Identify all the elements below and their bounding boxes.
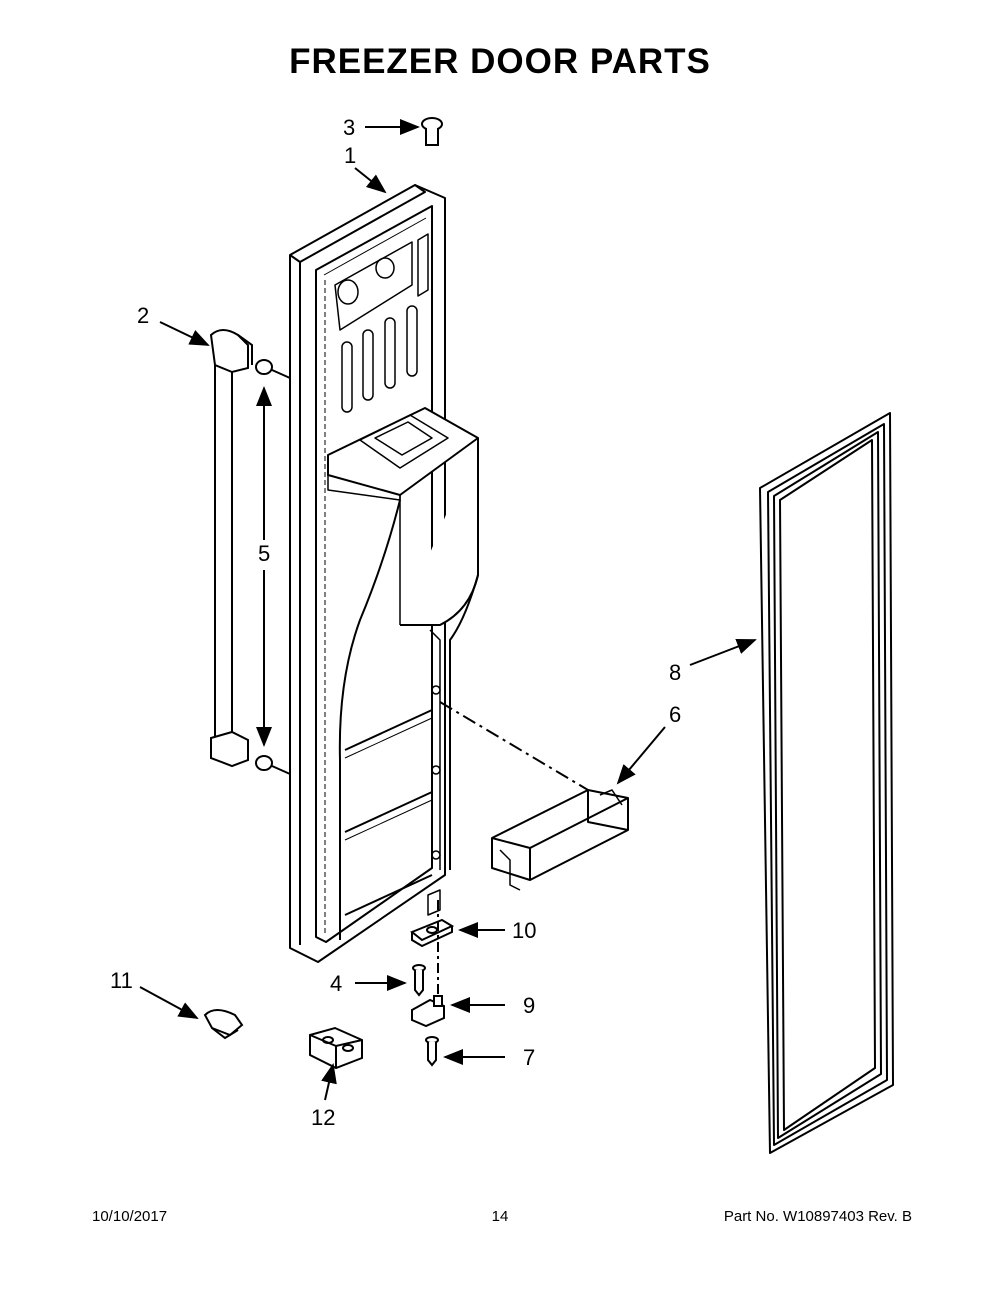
screw-4 bbox=[412, 964, 426, 997]
callout-12: 12 bbox=[311, 1105, 335, 1130]
door-gasket bbox=[759, 412, 894, 1154]
leader-arrows bbox=[139, 119, 757, 1101]
handle-spacers bbox=[255, 359, 273, 771]
hinge-plate bbox=[410, 918, 455, 948]
clip-11 bbox=[203, 1009, 244, 1040]
callout-11: 11 bbox=[110, 968, 133, 993]
cover-12 bbox=[309, 1026, 363, 1070]
callout-7: 7 bbox=[523, 1045, 535, 1070]
callout-4: 4 bbox=[330, 971, 342, 996]
callout-5: 5 bbox=[258, 541, 270, 566]
door-liner-assembly bbox=[289, 184, 479, 963]
callout-9: 9 bbox=[523, 993, 535, 1018]
door-handle bbox=[209, 329, 253, 768]
footer-part-number: Part No. W10897403 Rev. B bbox=[723, 1208, 912, 1225]
door-cap-plug bbox=[421, 117, 443, 146]
page-title: FREEZER DOOR PARTS bbox=[289, 42, 711, 81]
footer-date: 10/10/2017 bbox=[92, 1208, 168, 1225]
callout-6: 6 bbox=[669, 702, 681, 727]
callout-10: 10 bbox=[512, 918, 536, 943]
door-bin bbox=[491, 789, 629, 891]
screw-7 bbox=[425, 1036, 439, 1067]
callout-3: 3 bbox=[343, 115, 355, 140]
callout-2: 2 bbox=[137, 303, 149, 328]
bin-mount-line bbox=[439, 701, 589, 791]
spacer-leader-bottom bbox=[271, 765, 291, 775]
hinge-pin bbox=[411, 995, 445, 1028]
spacer-leader-top bbox=[271, 369, 291, 379]
callout-8: 8 bbox=[669, 660, 681, 685]
callout-1: 1 bbox=[344, 143, 356, 168]
footer-page-number: 14 bbox=[491, 1208, 509, 1225]
